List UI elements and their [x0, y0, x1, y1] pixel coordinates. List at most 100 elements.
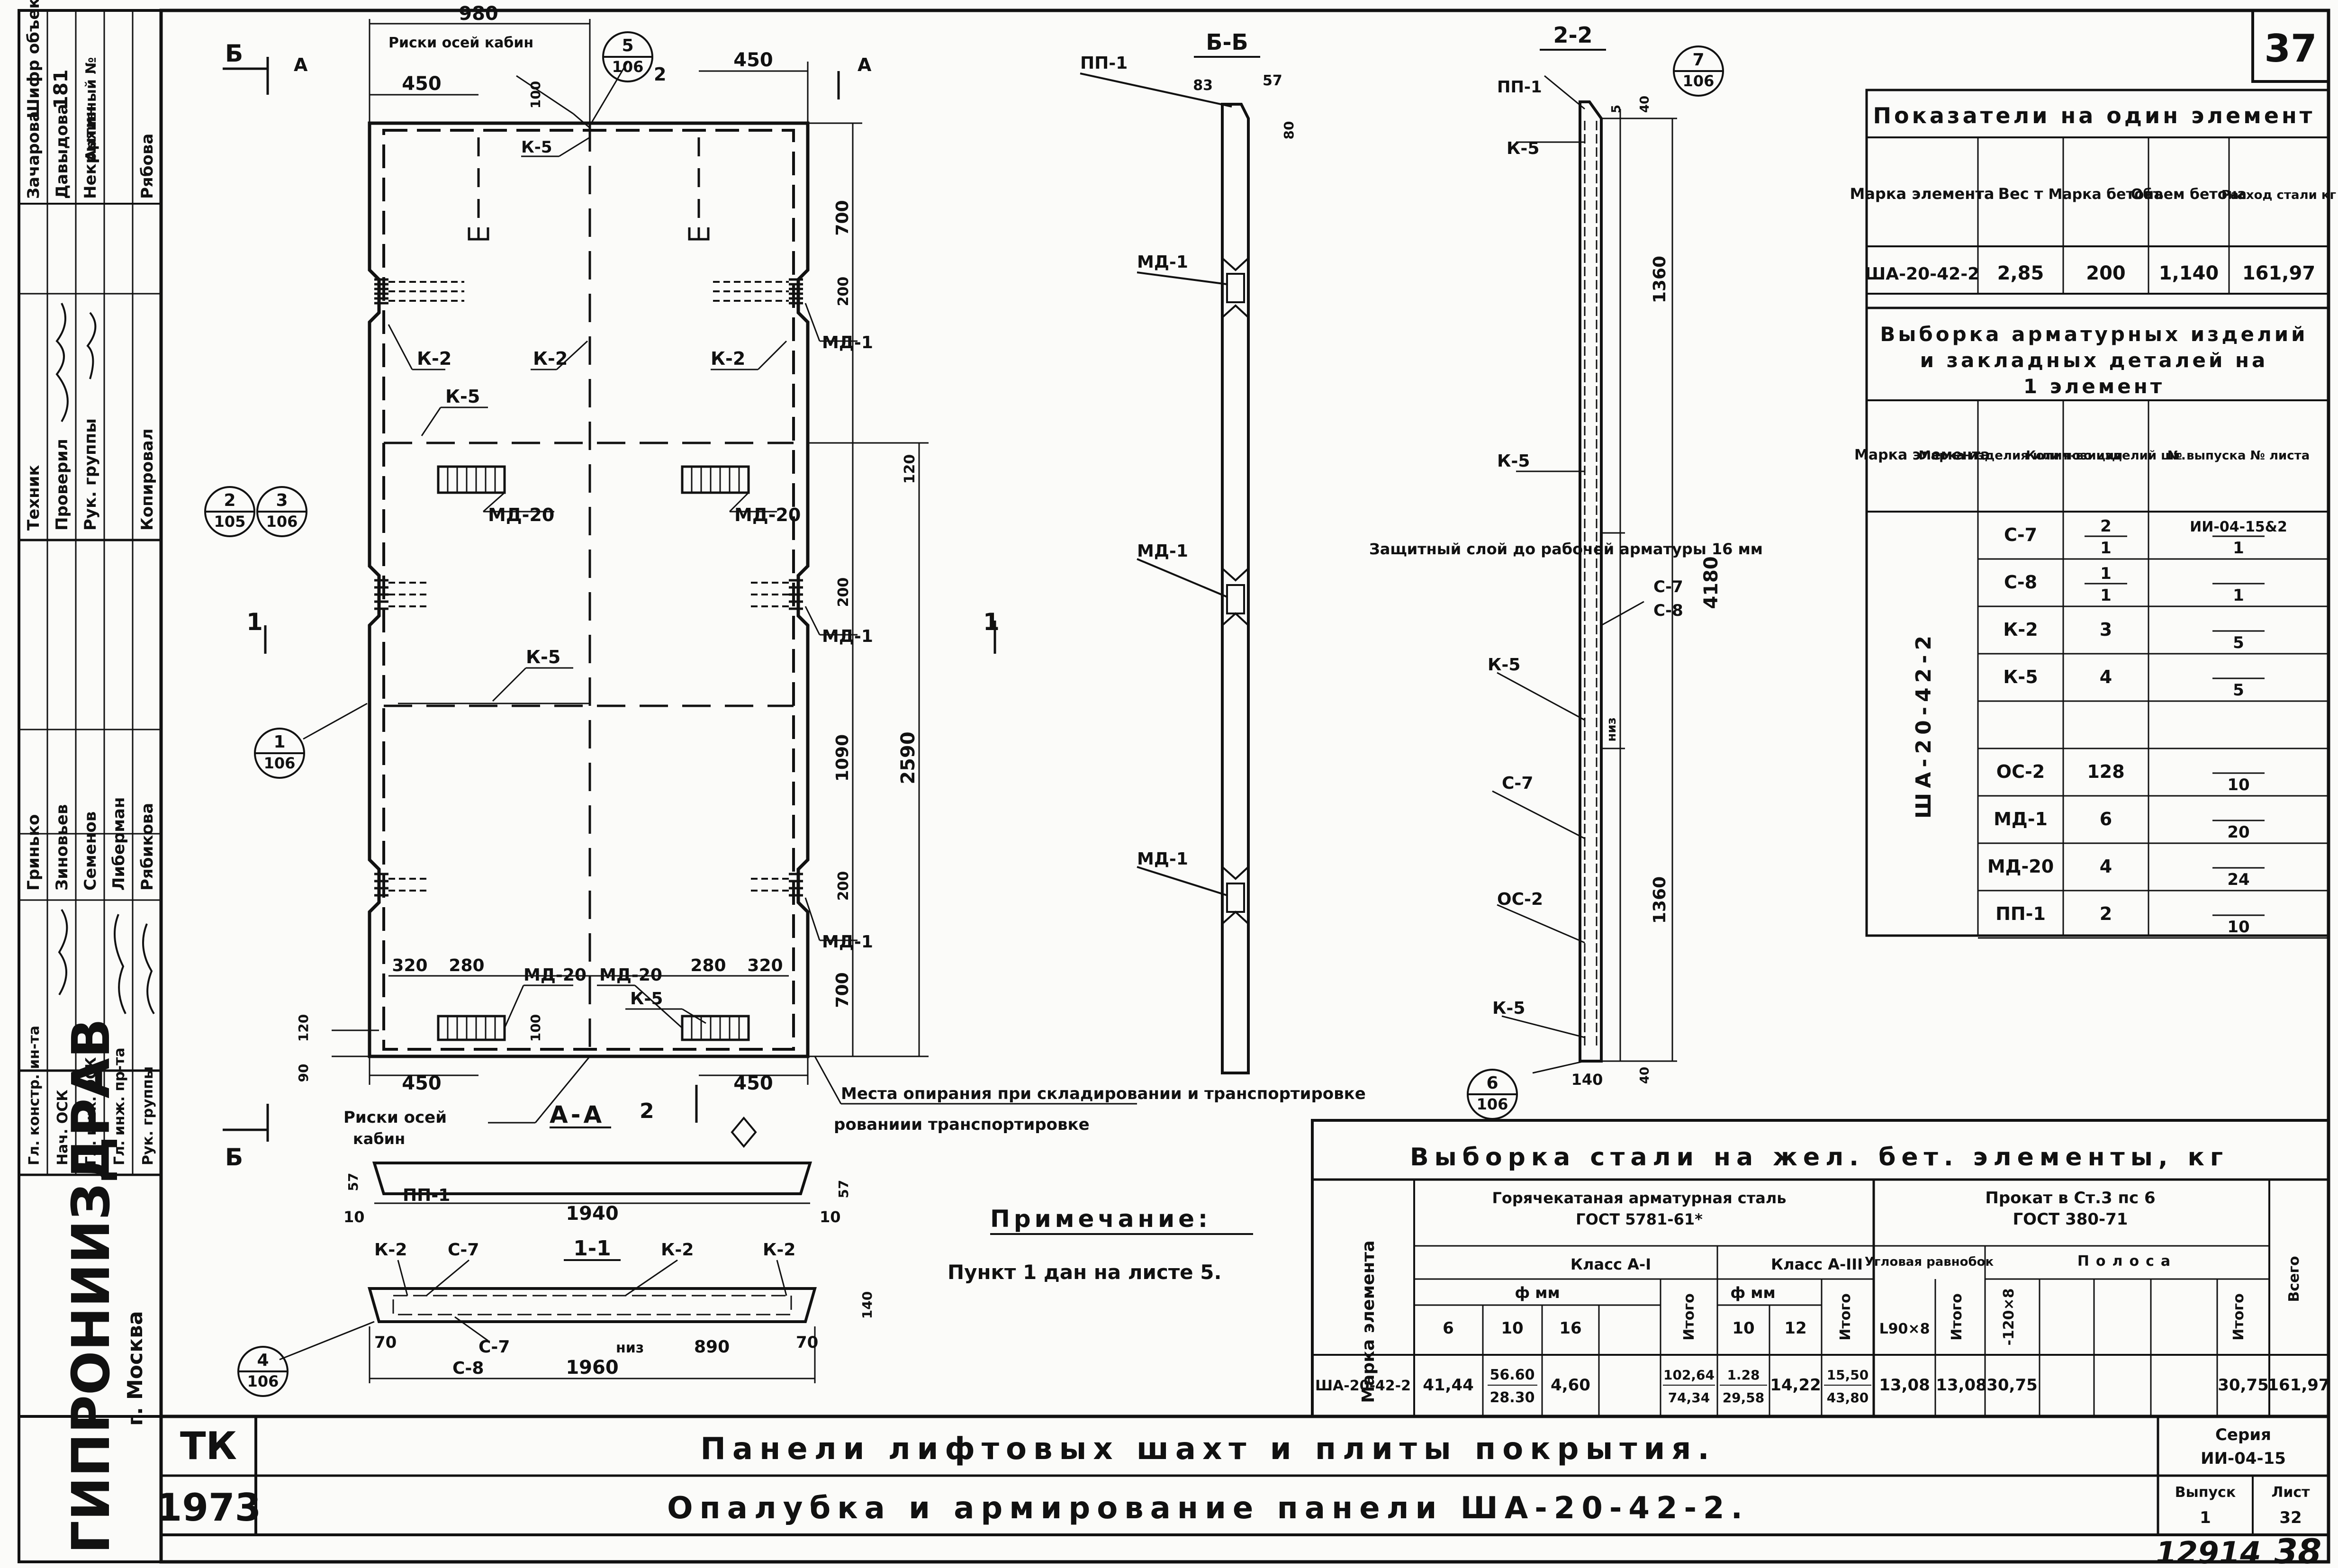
svg-text:Копировал: Копировал	[138, 428, 157, 531]
svg-text:Серия: Серия	[2215, 1425, 2271, 1444]
svg-text:Либерман: Либерман	[109, 797, 128, 891]
svg-text:Рук. группы: Рук. группы	[140, 1066, 156, 1165]
svg-text:7: 7	[1692, 50, 1704, 70]
svg-text:ТК: ТК	[180, 1424, 237, 1468]
side-stamp: Зачарова Шифр объекта Давыдова 181 Некры…	[18, 0, 162, 1563]
svg-text:5: 5	[1609, 105, 1624, 113]
svg-text:200: 200	[835, 577, 852, 607]
svg-text:70: 70	[374, 1333, 397, 1352]
svg-text:Колич-во изделий шт.: Колич-во изделий шт.	[2026, 449, 2185, 463]
svg-text:10: 10	[820, 1208, 841, 1226]
parts-row-qty: 3	[2100, 619, 2112, 640]
svg-text:Зачарова: Зачарова	[24, 111, 43, 199]
svg-text:Марка элемента: Марка элемента	[1854, 447, 1990, 463]
svg-text:Выборка стали на жел. бет. эле: Выборка стали на жел. бет. элементы, кг	[1410, 1143, 2229, 1171]
svg-text:МД-1: МД-1	[822, 627, 873, 646]
svg-text:ПП-1: ПП-1	[403, 1186, 450, 1205]
svg-text:450: 450	[733, 1072, 773, 1094]
svg-text:К-2: К-2	[661, 1240, 694, 1260]
svg-text:Пункт 1 дан на листе 5.: Пункт 1 дан на листе 5.	[948, 1261, 1221, 1284]
svg-text:106: 106	[247, 1372, 279, 1390]
svg-text:МД-1: МД-1	[1137, 252, 1188, 272]
org-city: г. Москва	[123, 1311, 147, 1426]
svg-text:2590: 2590	[897, 731, 919, 784]
svg-text:200: 200	[2086, 262, 2126, 284]
svg-text:Марка элемента: Марка элемента	[1850, 185, 1994, 203]
svg-text:Марка изделия или позиции: Марка изделия или позиции	[1919, 449, 2123, 463]
parts-row-ref: 1	[2233, 539, 2244, 558]
svg-text:Расход стали кг: Расход стали кг	[2221, 188, 2336, 202]
parts-row-qty: 1	[2100, 539, 2112, 558]
svg-text:Выборка арматурных изделий: Выборка арматурных изделий	[1880, 323, 2308, 346]
plan-view: К-2 К-2 К-2 К-5 МД-20 МД-20 К-5 МД-1 МД-…	[204, 3, 1724, 1397]
svg-text:Класс А-I: Класс А-I	[1571, 1255, 1651, 1273]
svg-text:МД-1: МД-1	[1137, 849, 1188, 869]
svg-text:низ: низ	[616, 1340, 644, 1356]
svg-text:700: 700	[833, 972, 852, 1008]
svg-text:13,08: 13,08	[1936, 1376, 1987, 1395]
svg-text:Рук. группы: Рук. группы	[81, 418, 100, 531]
svg-text:105: 105	[214, 513, 246, 531]
svg-text:Итого: Итого	[1681, 1293, 1697, 1340]
svg-text:106: 106	[266, 513, 298, 531]
svg-text:кабин: кабин	[353, 1130, 405, 1148]
svg-text:450: 450	[402, 1072, 442, 1094]
svg-text:890: 890	[694, 1337, 730, 1357]
svg-text:38: 38	[2274, 1532, 2321, 1568]
parts-list-table: Выборка арматурных изделий и закладных д…	[1854, 306, 2330, 939]
svg-text:С-7: С-7	[478, 1337, 510, 1357]
svg-text:1.28: 1.28	[1727, 1367, 1760, 1383]
svg-text:700: 700	[833, 200, 852, 235]
svg-text:МД-1: МД-1	[822, 333, 873, 352]
svg-text:Места опирания при складирован: Места опирания при складировании и транс…	[841, 1084, 1366, 1103]
svg-text:К-5: К-5	[526, 647, 560, 667]
svg-text:L90×8: L90×8	[1879, 1321, 1930, 1337]
svg-text:Класс А-III: Класс А-III	[1771, 1255, 1863, 1273]
org-name: ГИПРОНИИЗДРАВ	[61, 1018, 121, 1554]
section-aa: А-А 1940 ПП-1 10 10 57 57	[343, 1101, 851, 1226]
svg-text:181: 181	[50, 70, 72, 109]
svg-text:980: 980	[459, 3, 498, 25]
svg-text:320: 320	[392, 956, 427, 975]
parts-row-mark: ПП-1	[1995, 903, 2046, 924]
parts-row-ref: ИИ-04-15&2	[2190, 519, 2287, 535]
parts-row-mark: МД-1	[1994, 809, 2048, 829]
svg-text:Гл. инж. пр-та: Гл. инж. пр-та	[111, 1047, 128, 1165]
svg-text:2: 2	[224, 491, 235, 510]
svg-text:1940: 1940	[566, 1203, 618, 1225]
svg-text:С-7: С-7	[448, 1240, 479, 1260]
svg-text:К-2: К-2	[533, 348, 568, 369]
svg-text:280: 280	[449, 956, 484, 975]
svg-text:450: 450	[402, 73, 442, 95]
svg-text:106: 106	[1683, 72, 1715, 90]
parts-row-mark: С-8	[2004, 572, 2037, 593]
svg-text:280: 280	[690, 956, 726, 975]
parts-row-qty: 1	[2100, 564, 2112, 583]
svg-text:3: 3	[276, 491, 288, 510]
svg-text:Шифр объекта: Шифр объекта	[24, 0, 43, 118]
svg-text:Всего: Всего	[2286, 1256, 2302, 1302]
svg-text:-120×8: -120×8	[2001, 1288, 2017, 1345]
svg-text:102,64: 102,64	[1663, 1367, 1715, 1383]
svg-text:Б: Б	[225, 40, 243, 67]
svg-text:ПП-1: ПП-1	[1080, 54, 1128, 73]
parts-row-mark: С-7	[2004, 524, 2037, 545]
svg-text:ША-20-42-2: ША-20-42-2	[1865, 264, 1979, 284]
svg-text:К-5: К-5	[630, 989, 663, 1009]
svg-text:4180: 4180	[1700, 556, 1722, 609]
svg-text:Итого: Итого	[1949, 1293, 1965, 1340]
svg-text:83: 83	[1193, 77, 1213, 94]
title-line-2: Опалубка и армирование панели ША-20-42-2…	[667, 1491, 1749, 1526]
svg-text:Б-Б: Б-Б	[1206, 29, 1248, 55]
section-22: 2-2 ПП-1 К-5 К-5 К-5 С-7 ОС-2 К-5	[1369, 22, 1763, 1089]
parts-row-mark: МД-20	[1987, 856, 2054, 877]
svg-text:2-2: 2-2	[1553, 22, 1592, 48]
steel-table: Выборка стали на жел. бет. элементы, кг …	[1311, 1119, 2330, 1418]
svg-text:Архивный №: Архивный №	[83, 57, 99, 161]
svg-text:14,22: 14,22	[1770, 1376, 1821, 1395]
svg-text:1: 1	[246, 608, 263, 636]
svg-text:Итого: Итого	[1837, 1293, 1854, 1340]
svg-text:16: 16	[1559, 1319, 1581, 1338]
svg-text:ША-20-42-2: ША-20-42-2	[1315, 1378, 1411, 1394]
